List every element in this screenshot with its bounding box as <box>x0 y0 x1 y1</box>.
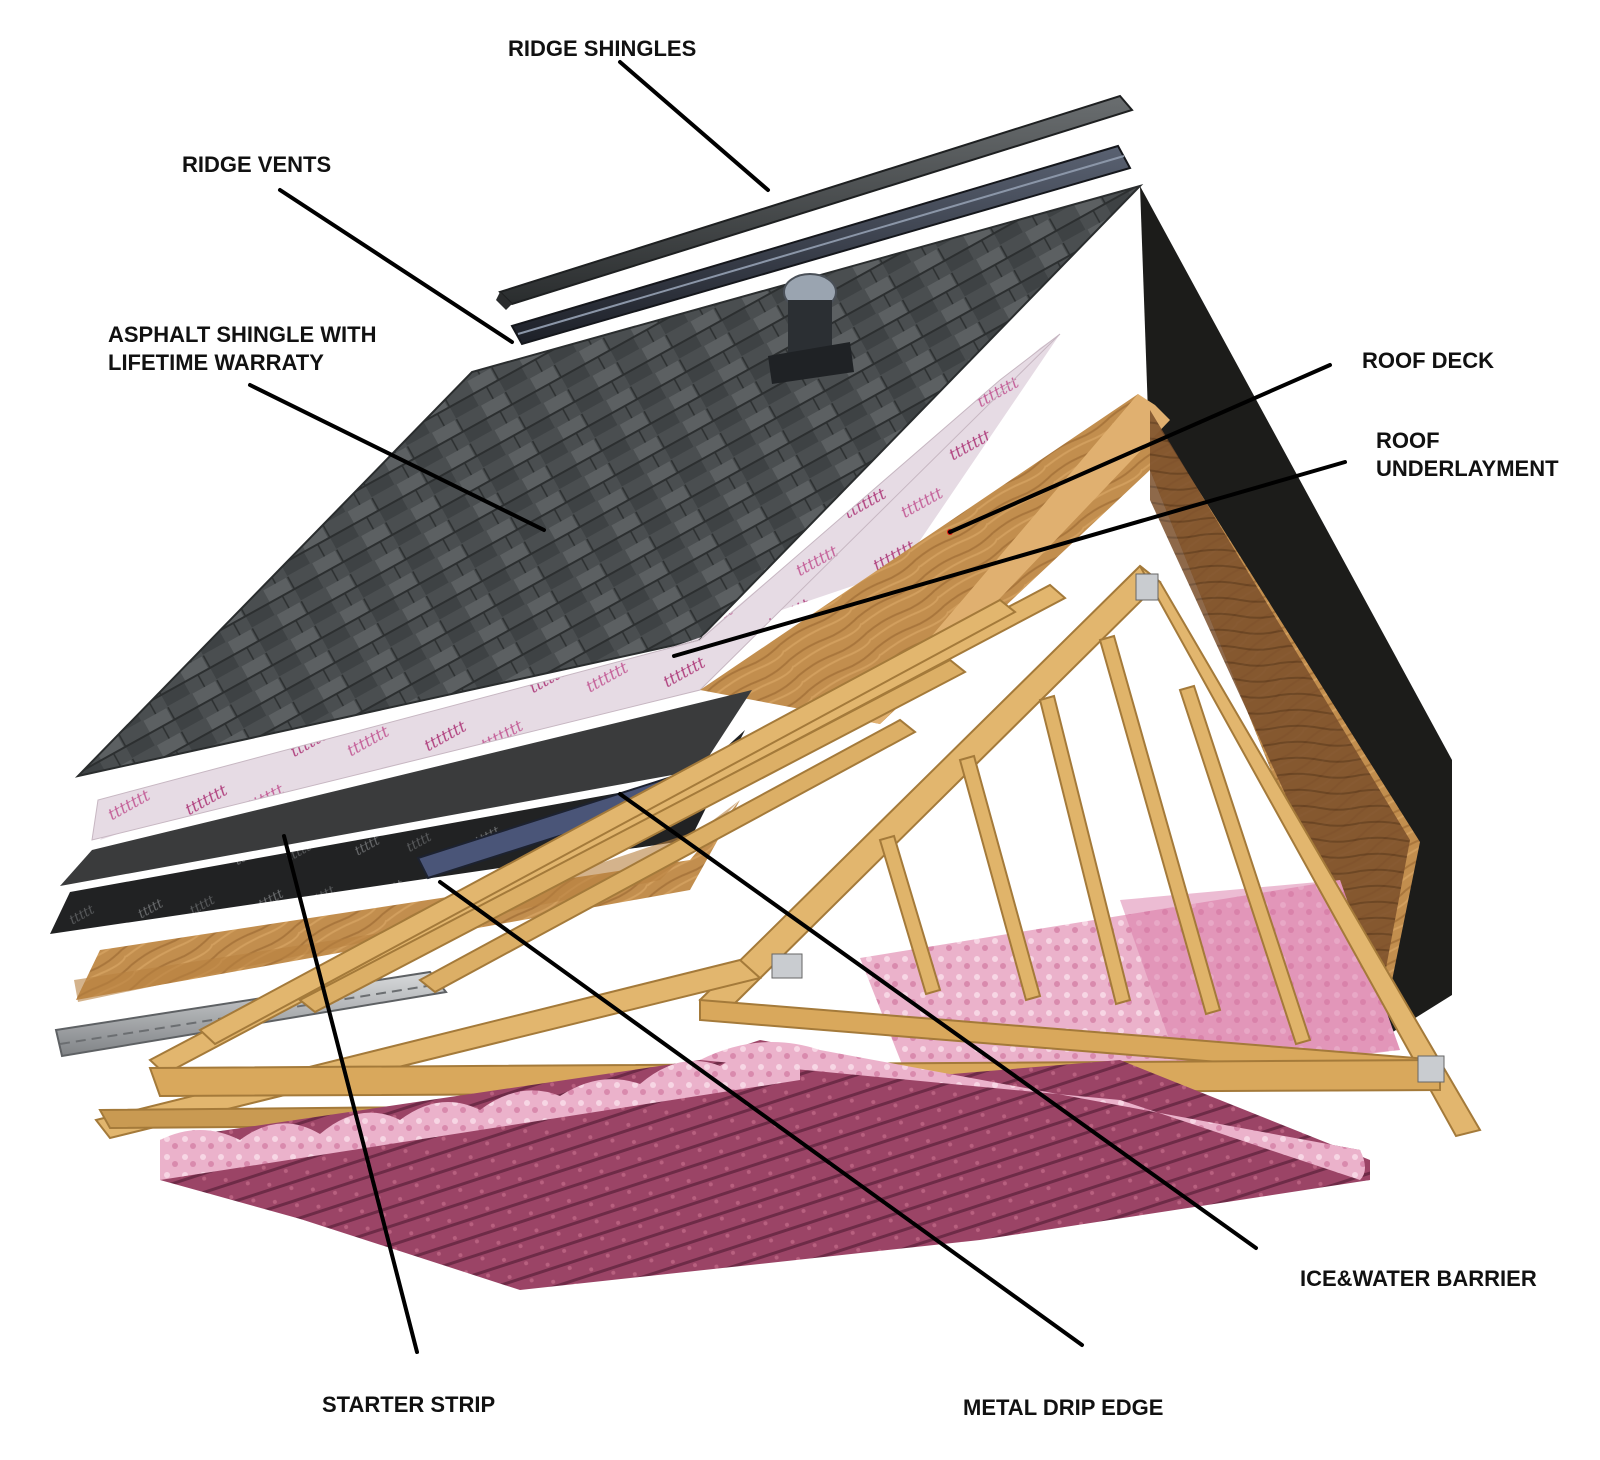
ridge-vent <box>510 144 1132 346</box>
leader-ridge-shingles <box>618 60 770 192</box>
roof-vent <box>768 273 854 384</box>
truss-plate <box>771 953 803 979</box>
label-metal-drip-edge: METAL DRIP EDGE <box>963 1395 1163 1420</box>
leader-ridge-vents <box>278 188 514 344</box>
truss-plate <box>1417 1055 1445 1083</box>
leader-metal-drip-edge <box>438 880 1084 1347</box>
label-starter-strip: STARTER STRIP <box>322 1392 495 1417</box>
leader-roof-deck <box>948 363 1332 534</box>
lower-deck-main <box>74 800 740 1002</box>
leader-ice-water-barrier <box>618 792 1258 1250</box>
truss-plate <box>1135 573 1159 601</box>
label-ridge-vents: RIDGE VENTS <box>182 152 331 177</box>
label-ice-water-barrier: ICE&WATER BARRIER <box>1300 1266 1537 1291</box>
ridge-shingle-cap <box>496 94 1134 310</box>
label-asphalt-shingle-line1: ASPHALT SHINGLE WITH <box>108 322 376 347</box>
label-asphalt-shingle-line2: LIFETIME WARRATY <box>108 350 324 375</box>
ceiling-insulation-slab <box>160 1040 1370 1290</box>
ice-water-barrier <box>50 690 752 934</box>
lower-deck-sheet <box>76 800 740 1000</box>
leader-lines <box>248 60 1347 1354</box>
roof-trusses <box>94 564 1482 1140</box>
callout-labels: RIDGE SHINGLES RIDGE VENTS ASPHALT SHING… <box>108 36 1559 1420</box>
leader-starter-strip <box>282 834 419 1354</box>
label-roof-deck: ROOF DECK <box>1362 348 1494 373</box>
leader-asphalt-shingle <box>248 383 546 532</box>
label-roof-underlayment-line1: ROOF <box>1376 428 1440 453</box>
asphalt-shingle-field <box>74 184 1144 778</box>
leader-roof-underlayment <box>672 460 1347 658</box>
label-roof-underlayment-line2: UNDERLAYMENT <box>1376 456 1559 481</box>
label-ridge-shingles: RIDGE SHINGLES <box>508 36 696 61</box>
